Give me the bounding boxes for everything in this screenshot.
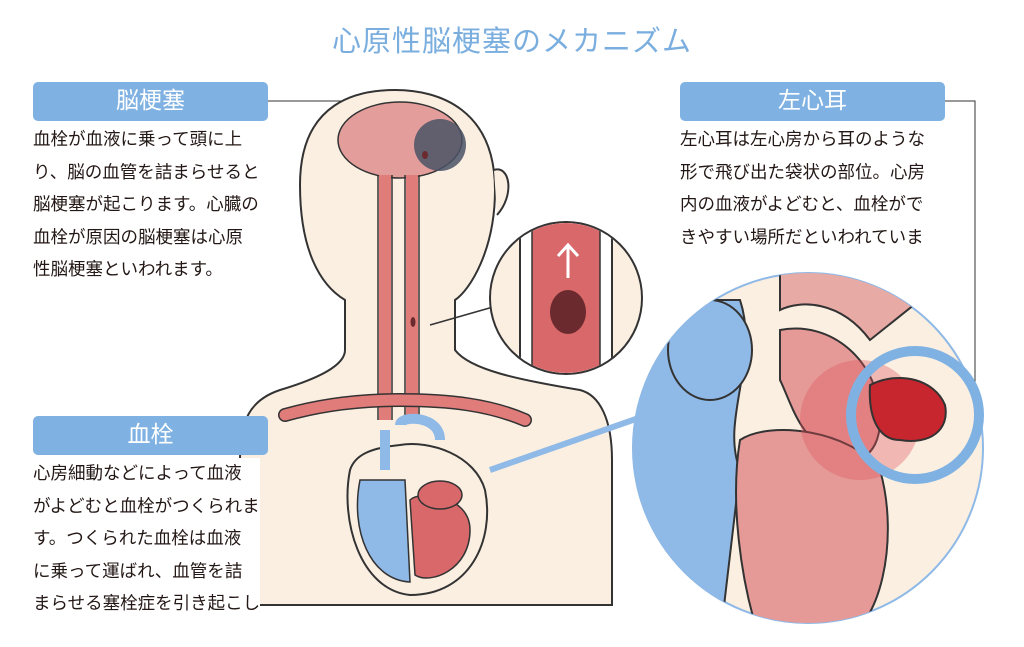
text-line: す。つくられた血栓は血液 <box>33 529 242 549</box>
left-atrium <box>417 480 463 510</box>
clot-zoomed <box>550 290 586 334</box>
thrombus-description: 心房細動などによって血液 がよどむと血栓がつくられま す。つくられた血栓は血液 … <box>33 458 261 621</box>
left-atrial-appendage <box>868 376 947 442</box>
text-line: 左心耳は左心房から耳のような <box>680 130 925 150</box>
text-line: 心房細動などによって血液 <box>33 464 242 484</box>
text-line: きやすい場所だといわれていま <box>680 227 924 248</box>
appendage-description: 左心耳は左心房から耳のような 形で飛び出た袋状の部位。心房 内の血液がよどむと、… <box>680 124 925 254</box>
text-line: に乗って運ばれ、血管を詰 <box>33 561 243 582</box>
label-thrombus: 血栓 <box>33 416 268 455</box>
text-line: がよどむと血栓がつくられま <box>33 496 260 517</box>
text-line: 血栓が原因の脳梗塞は心原 <box>33 227 243 248</box>
page-title: 心原性脳梗塞のメカニズム <box>331 24 692 58</box>
text-line: り、脳の血管を詰まらせると <box>33 162 260 183</box>
text-line: 性脳梗塞といわれます。 <box>33 260 223 280</box>
text-line: 血栓が血液に乗って頭に上 <box>33 130 243 150</box>
text-line: まらせる塞栓症を引き起こし <box>33 594 261 614</box>
right-heart <box>356 479 411 583</box>
traveling-clot <box>410 317 416 327</box>
body-silhouette <box>239 88 613 606</box>
artery-right <box>406 175 418 420</box>
brain-infarct <box>414 119 466 171</box>
brain-clot <box>422 151 428 159</box>
text-line: 脳梗塞が起こります。心臓の <box>33 195 259 215</box>
stroke-description: 血栓が血液に乗って頭に上 り、脳の血管を詰まらせると 脳梗塞が起こります。心臓の… <box>33 124 259 287</box>
ear <box>493 168 510 216</box>
label-left-atrial-appendage: 左心耳 <box>680 82 945 121</box>
text-line: 形で飛び出た袋状の部位。心房 <box>680 162 925 183</box>
subclavian-arteries <box>279 394 531 426</box>
text-line: 内の血液がよどむと、血栓がで <box>680 195 924 215</box>
flow-arrow-icon <box>556 242 580 278</box>
appendage-highlight-ring <box>846 346 984 484</box>
artery-left <box>379 175 391 420</box>
label-stroke: 脳梗塞 <box>33 82 268 121</box>
